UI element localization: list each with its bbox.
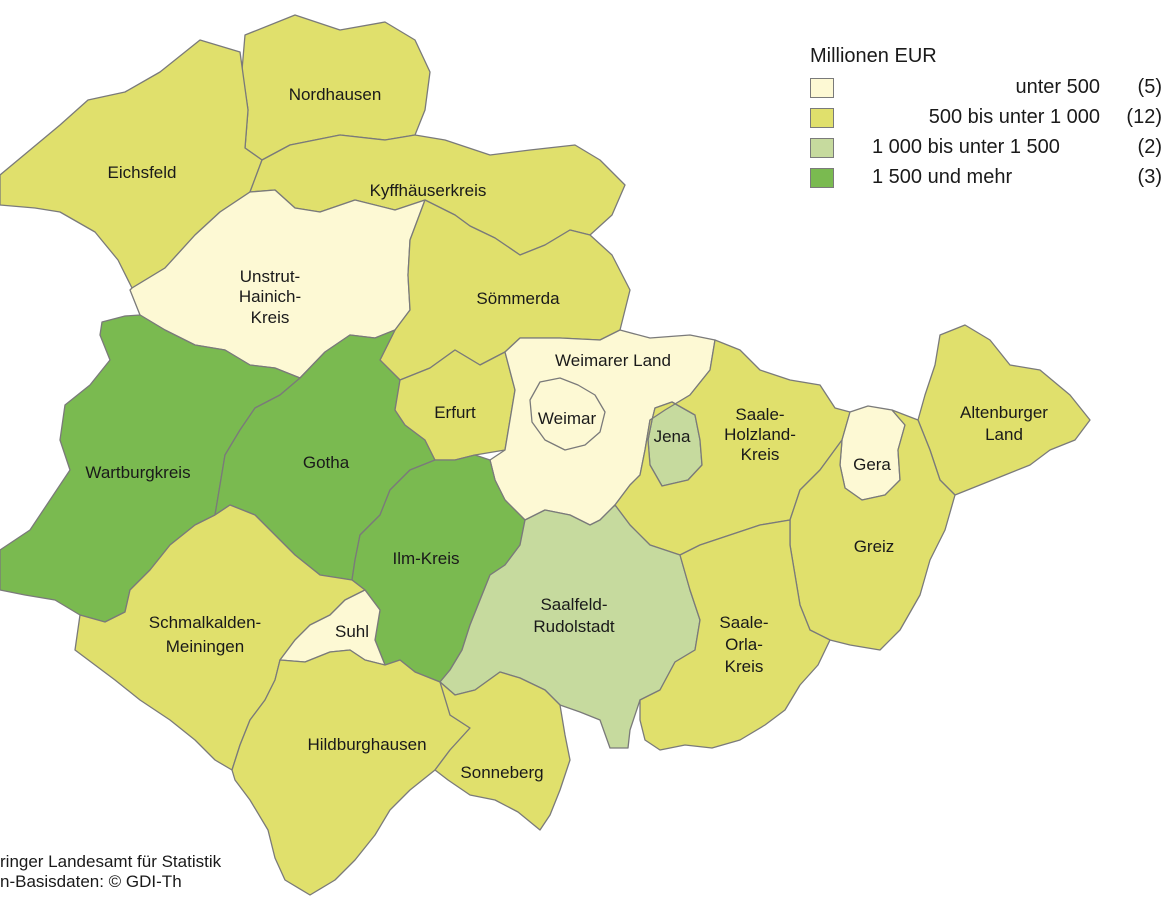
label-saale-holzland-kreis-2: Holzland- xyxy=(724,425,796,444)
legend-count-500-1000: (12) xyxy=(1126,106,1162,128)
district-hildburghausen xyxy=(231,649,471,896)
label-unstrut-hainich-kreis-3: Kreis xyxy=(251,308,290,327)
label-saale-orla-kreis-1: Saale- xyxy=(719,613,768,632)
legend-label-under-500: unter 500 xyxy=(1015,76,1100,98)
label-altenburger-land-2: Land xyxy=(985,425,1023,444)
label-suhl: Suhl xyxy=(335,622,369,641)
label-erfurt: Erfurt xyxy=(434,403,476,422)
legend-count-under-500: (5) xyxy=(1137,76,1162,98)
label-nordhausen: Nordhausen xyxy=(289,85,382,104)
label-saale-orla-kreis-2: Orla- xyxy=(725,635,763,654)
label-soemmerda: Sömmerda xyxy=(476,289,560,308)
legend-row-1500-plus: 1 500 und mehr (3) xyxy=(810,164,1170,194)
label-sonneberg: Sonneberg xyxy=(460,763,543,782)
legend-title: Millionen EUR xyxy=(810,45,937,67)
district-eichsfeld xyxy=(0,39,263,289)
legend-label-1000-1500: 1 000 bis unter 1 500 xyxy=(872,136,1060,158)
legend-swatch-under-500 xyxy=(810,78,834,98)
source-line-1: ringer Landesamt für Statistik xyxy=(0,852,222,871)
legend-row-1000-1500: 1 000 bis unter 1 500 (2) xyxy=(810,134,1170,164)
label-ilm-kreis: Ilm-Kreis xyxy=(392,549,459,568)
label-schmalkalden-meiningen-2: Meiningen xyxy=(166,637,244,656)
district-sonneberg xyxy=(434,671,571,831)
legend-swatch-1500-plus xyxy=(810,168,834,188)
district-saalfeld-rudolstadt xyxy=(439,504,701,749)
label-gera: Gera xyxy=(853,455,891,474)
label-wartburgkreis: Wartburgkreis xyxy=(85,463,190,482)
district-weimar xyxy=(529,377,606,451)
label-kyffhaeuserkreis: Kyffhäuserkreis xyxy=(370,181,487,200)
legend-label-1500-plus: 1 500 und mehr xyxy=(872,166,1013,188)
label-weimar: Weimar xyxy=(538,409,597,428)
label-greiz: Greiz xyxy=(854,537,895,556)
label-unstrut-hainich-kreis-2: Hainich- xyxy=(239,287,301,306)
legend-row-under-500: unter 500 (5) xyxy=(810,74,1170,104)
legend-row-500-1000: 500 bis unter 1 000 (12) xyxy=(810,104,1170,134)
source-note: ringer Landesamt für Statistik n-Basisda… xyxy=(0,852,300,892)
label-saalfeld-rudolstadt-1: Saalfeld- xyxy=(540,595,607,614)
label-saale-orla-kreis-3: Kreis xyxy=(725,657,764,676)
label-unstrut-hainich-kreis-1: Unstrut- xyxy=(240,267,300,286)
legend: Millionen EUR unter 500 (5) 500 bis unte… xyxy=(810,45,1170,194)
label-weimarer-land: Weimarer Land xyxy=(555,351,671,370)
legend-swatch-500-1000 xyxy=(810,108,834,128)
label-hildburghausen: Hildburghausen xyxy=(307,735,426,754)
label-saalfeld-rudolstadt-2: Rudolstadt xyxy=(533,617,615,636)
label-saale-holzland-kreis-3: Kreis xyxy=(741,445,780,464)
label-saale-holzland-kreis-1: Saale- xyxy=(735,405,784,424)
label-schmalkalden-meiningen-1: Schmalkalden- xyxy=(149,613,261,632)
label-gotha: Gotha xyxy=(303,453,350,472)
legend-count-1000-1500: (2) xyxy=(1137,136,1162,158)
legend-label-500-1000: 500 bis unter 1 000 xyxy=(928,106,1100,128)
district-saale-orla-kreis xyxy=(639,519,831,751)
legend-swatch-1000-1500 xyxy=(810,138,834,158)
source-line-2: n-Basisdaten: © GDI-Th xyxy=(0,872,182,891)
label-eichsfeld: Eichsfeld xyxy=(108,163,177,182)
label-jena: Jena xyxy=(654,427,691,446)
legend-count-1500-plus: (3) xyxy=(1137,166,1162,188)
label-altenburger-land-1: Altenburger xyxy=(960,403,1048,422)
